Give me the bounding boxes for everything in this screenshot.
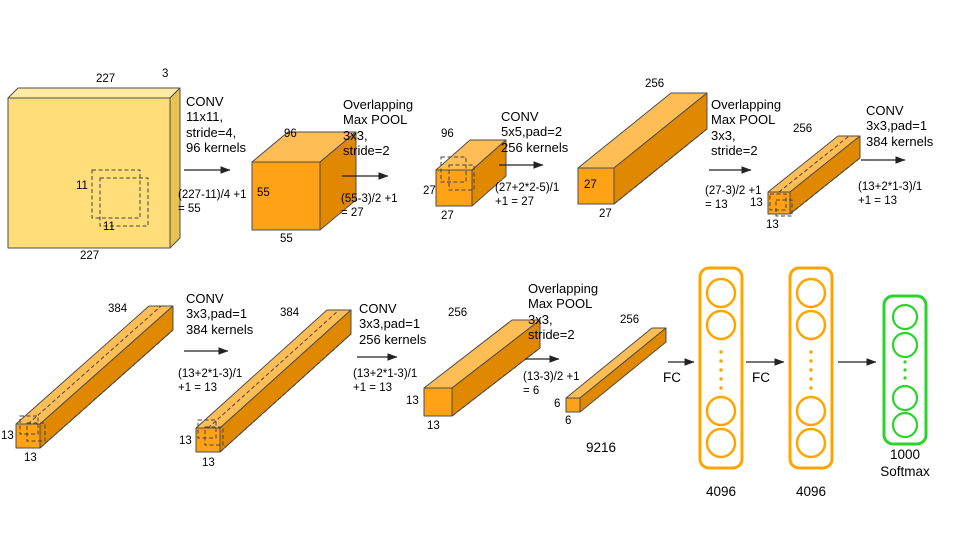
t6-top-mid-line [207, 309, 340, 429]
conv2-formula-label: (27+2*2-5)/1 +1 = 27 [495, 182, 560, 208]
conv3-kernel-window-shifted [775, 199, 793, 217]
t5-side-face [39, 305, 174, 449]
conv4-op-label: CONV 3x3,pad=1 384 kernels [186, 291, 254, 337]
t5-top-mid-line [27, 305, 162, 425]
flow-arrows [184, 156, 906, 366]
conv4-formula-label: (13+2*1-3)/1 +1 = 13 [178, 368, 243, 394]
t6-width-label: 13 [202, 457, 215, 469]
pool2-formula-label: (27-3)/2 +1 = 13 [705, 185, 762, 211]
input-kernel-w-label: 11 [103, 221, 115, 233]
conv3-formula-label: (13+2*1-3)/1 +1 = 13 [858, 181, 923, 207]
t7-channels-label: 256 [448, 307, 468, 319]
t4-width-label: 13 [766, 219, 779, 231]
tensor-13x13x256-top [767, 135, 861, 217]
t8-height-label: 6 [554, 398, 561, 410]
t4-top-mid-line [778, 135, 850, 193]
output-units-label: 1000 [889, 447, 921, 462]
tensor-13x13x256-bottom [423, 319, 541, 417]
input-height-label: 227 [80, 250, 100, 262]
input-side-face [169, 87, 181, 249]
pool3-formula-label: (13-3)/2 +1 = 6 [523, 371, 580, 397]
input-image-box [7, 87, 181, 249]
conv1-formula-label: (227-11)/4 +1 = 55 [178, 189, 247, 215]
fc1-units-label: 4096 [705, 484, 737, 499]
input-width-label: 227 [96, 73, 116, 85]
t5-top-face [15, 305, 174, 425]
tensor-13x13x384-a [15, 305, 174, 449]
t2-height-label: 27 [423, 185, 436, 197]
t1-channels-label: 96 [284, 128, 297, 140]
pool1-op-label: Overlapping Max POOL 3x3, stride=2 [343, 97, 414, 158]
t8-channels-label: 256 [620, 314, 640, 326]
t8-width-label: 6 [565, 415, 572, 427]
fc1-arrow-label: FC [663, 370, 681, 385]
softmax-neurons [891, 303, 919, 439]
conv1-op-label: CONV 11x11, stride=4, 96 kernels [186, 94, 246, 155]
fc1-neurons [705, 277, 737, 459]
fc2-neurons [795, 277, 827, 459]
t6-height-label: 13 [179, 435, 192, 447]
conv3-op-label: CONV 3x3,pad=1 384 kernels [866, 103, 934, 149]
t6-channels-label: 384 [280, 307, 300, 319]
t4-hidden-edge [789, 157, 861, 215]
t6-hidden-edge [219, 333, 352, 453]
tensor-27x27x96 [435, 139, 507, 207]
conv1-kernel-window-shifted [99, 177, 149, 227]
input-depth-label: 3 [162, 68, 169, 80]
t5-width-label: 13 [24, 452, 37, 464]
conv5-kernel-window-shifted [204, 426, 224, 446]
output-activation-label: Softmax [880, 464, 930, 479]
tensor-13x13x384-b [195, 309, 352, 453]
t3-channels-label: 256 [645, 78, 665, 90]
conv4-kernel-window-shifted [26, 422, 46, 442]
conv1-kernel-window [91, 169, 141, 219]
conv4-kernel-window [19, 415, 39, 435]
t1-width-label: 55 [280, 233, 293, 245]
input-front-face [7, 97, 171, 249]
t5-channels-label: 384 [108, 303, 128, 315]
t4-front-face [767, 191, 791, 215]
t5-height-label: 13 [1, 430, 14, 442]
t3-height-label: 27 [584, 179, 597, 191]
tensor-55x55x96 [251, 131, 357, 231]
softmax-ellipsis-dots [903, 360, 907, 380]
tensor-27x27x256 [577, 92, 708, 205]
pool1-formula-label: (55-3)/2 +1 = 27 [341, 193, 398, 219]
fc1-ellipsis-dots [719, 350, 723, 390]
conv5-kernel-window [197, 419, 217, 439]
pool2-op-label: Overlapping Max POOL 3x3, stride=2 [711, 97, 782, 158]
conv2-kernel-window-shifted [448, 164, 475, 191]
conv2-kernel-window [440, 156, 467, 183]
input-top-face [7, 87, 181, 99]
t3-hidden-edge [613, 128, 708, 205]
t5-hidden-edge [39, 329, 174, 449]
t7-front-face [423, 387, 453, 417]
conv2-op-label: CONV 5x5,pad=2 256 kernels [501, 109, 569, 155]
fc2-layer [788, 266, 834, 470]
t7-width-label: 13 [427, 420, 440, 432]
conv3-kernel-window [769, 193, 787, 211]
conv5-op-label: CONV 3x3,pad=1 256 kernels [359, 301, 427, 347]
fc1-layer [698, 266, 744, 470]
t3-width-label: 27 [599, 208, 612, 220]
t4-height-label: 13 [750, 197, 763, 209]
fc2-arrow-label: FC [752, 370, 770, 385]
t2-channels-label: 96 [441, 128, 454, 140]
fc2-ellipsis-dots [809, 350, 813, 390]
fc2-units-label: 4096 [795, 484, 827, 499]
t8-front-face [565, 397, 581, 413]
pool3-op-label: Overlapping Max POOL 3x3, stride=2 [528, 281, 599, 342]
tensor-6x6x256 [565, 327, 667, 413]
t2-front-face [435, 169, 473, 207]
conv5-formula-label: (13+2*1-3)/1 +1 = 13 [353, 368, 418, 394]
t1-front-face [251, 161, 321, 231]
t8-flattened-label: 9216 [586, 440, 617, 455]
softmax-layer [882, 294, 928, 446]
t7-height-label: 13 [406, 395, 419, 407]
input-kernel-h-label: 11 [76, 180, 88, 192]
t1-height-label: 55 [257, 187, 270, 199]
t2-width-label: 27 [441, 210, 454, 222]
t4-channels-label: 256 [793, 123, 813, 135]
